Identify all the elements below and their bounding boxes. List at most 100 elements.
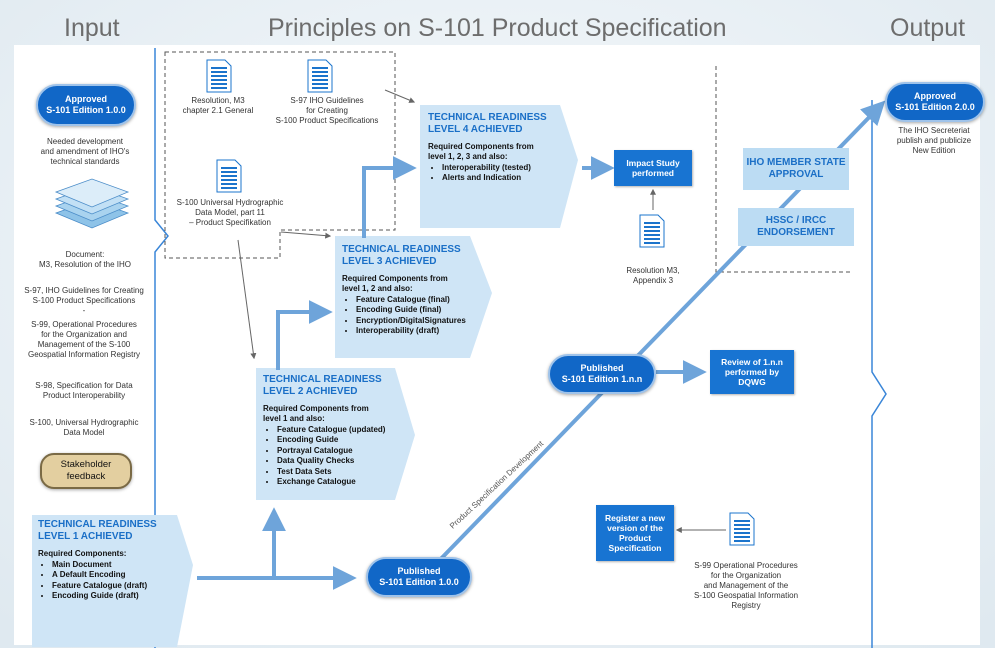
title-line: TECHNICAL READINESS (342, 244, 461, 255)
iho-member-state-approval: IHO MEMBER STATE APPROVAL (743, 148, 849, 190)
list-item: Test Data Sets (277, 467, 403, 477)
text-line: publish and publicize (896, 136, 972, 145)
s99-operational-procedures-text: S-99 Operational Procedures for the Orga… (680, 561, 812, 611)
box-line: Product (618, 533, 652, 543)
arrow-to-level3 (276, 300, 333, 370)
pill-line: Stakeholder (60, 459, 112, 471)
box-line: IHO MEMBER STATE (746, 157, 846, 168)
document-s99: S-99, Operational Procedures for the Org… (14, 320, 154, 360)
text-line: Data Model (63, 428, 105, 437)
text-line: S-100 Product Specifications (275, 116, 379, 125)
needed-development-text: Needed development and amendment of IHO'… (20, 137, 150, 167)
resolution-appendix-text: Resolution M3, Appendix 3 (608, 266, 698, 286)
title-line: TECHNICAL READINESS (38, 519, 157, 530)
text-line: and amendment of IHO's (40, 147, 130, 156)
document-icon-s99 (729, 512, 755, 546)
impact-study-box: Impact Study performed (614, 150, 692, 186)
title-line: LEVEL 4 ACHIEVED (428, 124, 523, 135)
text-line: S-98, Specification for Data (35, 381, 133, 390)
arrow-docs-to-level2 (237, 239, 257, 360)
reference-docs-boundary (164, 51, 396, 259)
text-line: S-99 Operational Procedures (694, 561, 798, 570)
ref-s100-text: S-100 Universal Hydrographic Data Model,… (166, 198, 294, 228)
stakeholder-feedback: Stakeholder feedback (40, 453, 132, 489)
text-line: The IHO Secreteriat (898, 126, 970, 135)
pill-line: Approved (64, 93, 107, 104)
level4-panel (420, 105, 578, 228)
document-s100: S-100, Universal Hydrographic Data Model (14, 418, 154, 438)
document-s98: S-98, Specification for Data Product Int… (14, 381, 154, 401)
header-principles: Principles on S-101 Product Specificatio… (268, 14, 727, 42)
published-s101-1-0-0: Published S-101 Edition 1.0.0 (366, 557, 472, 597)
text-line: technical standards (50, 157, 120, 166)
text-line: chapter 2.1 General (182, 106, 254, 115)
text-line: S-97, IHO Guidelines for Creating (24, 286, 144, 295)
ref-s97-text: S-97 IHO Guidelines for Creating S-100 P… (262, 96, 392, 126)
level1-panel (32, 515, 193, 647)
title-line: TECHNICAL READINESS (428, 112, 547, 123)
list-item: Encoding Guide (draft) (52, 591, 188, 601)
list-item: Feature Catalogue (final) (356, 295, 482, 305)
text-line: for Creating (306, 106, 348, 115)
text-line: for the Organization and (41, 330, 127, 339)
text-line: Geospatial Information Registry (27, 350, 141, 359)
level4-list: Interoperability (tested) Alerts and Ind… (428, 163, 568, 184)
list-item: Main Document (52, 560, 188, 570)
approved-s101-1-0-0: Approved S-101 Edition 1.0.0 (36, 84, 136, 126)
review-dqwg-box: Review of 1.n.n performed by DQWG (710, 350, 794, 394)
req-line: level 1 and also: (263, 414, 325, 423)
approved-s101-2-0-0: Approved S-101 Edition 2.0.0 (885, 82, 985, 122)
text-line: Needed development (46, 137, 124, 146)
box-line: HSSC / IRCC (765, 215, 827, 226)
text-line: Data Model, part 11 (195, 208, 265, 217)
text-line: Management of the S-100 (37, 340, 131, 349)
document-icon-s97 (307, 59, 333, 93)
text-line: S-100 Universal Hydrographic (176, 198, 284, 207)
list-item: Data Quality Checks (277, 456, 403, 466)
box-line: Register a new (605, 512, 665, 523)
level1-required: Required Components: (38, 549, 127, 558)
text-line: Resolution M3, (626, 266, 680, 275)
header-input: Input (64, 14, 120, 42)
arrow-docs-to-level3 (280, 231, 332, 239)
list-item: Interoperability (tested) (442, 163, 568, 173)
req-line: Required Components from (263, 404, 369, 413)
req-line: Required Components from (428, 142, 534, 151)
box-line: performed by (724, 366, 780, 377)
box-line: Impact Study (626, 157, 680, 168)
text-line: S-100, Universal Hydrographic (29, 418, 139, 427)
req-line: level 1, 2, 3 and also: (428, 152, 508, 161)
text-line: M3, Resolution of the IHO (38, 260, 132, 269)
list-item: Encoding Guide (final) (356, 305, 482, 315)
output-text: The IHO Secreteriat publish and publiciz… (888, 126, 980, 156)
document-icon-s100 (216, 159, 242, 193)
text-line: S-100 Geospatial Information (693, 591, 799, 600)
text-line: for the Organization (710, 571, 782, 580)
text-line: Appendix 3 (632, 276, 674, 285)
published-s101-1-n-n: Published S-101 Edition 1.n.n (548, 354, 656, 394)
req-line: level 1, 2 and also: (342, 284, 413, 293)
pill-line: S-101 Edition 1.0.0 (46, 105, 126, 115)
req-line: Required Components from (342, 274, 448, 283)
title-line: LEVEL 1 ACHIEVED (38, 531, 133, 542)
box-line: performed (631, 168, 675, 178)
document-icon-resolution-appendix (639, 214, 665, 248)
box-line: Specification (608, 543, 662, 554)
pill-line: Approved (913, 90, 956, 101)
list-item: Alerts and Indication (442, 173, 568, 183)
list-item: Exchange Catalogue (277, 477, 403, 487)
list-item: Encryption/DigitalSignatures (356, 316, 482, 326)
pill-line: feedback (66, 471, 106, 482)
arrow-docs-to-level4 (384, 89, 416, 103)
pill-line: S-101 Edition 1.n.n (561, 374, 643, 384)
list-item: Feature Catalogue (updated) (277, 425, 403, 435)
